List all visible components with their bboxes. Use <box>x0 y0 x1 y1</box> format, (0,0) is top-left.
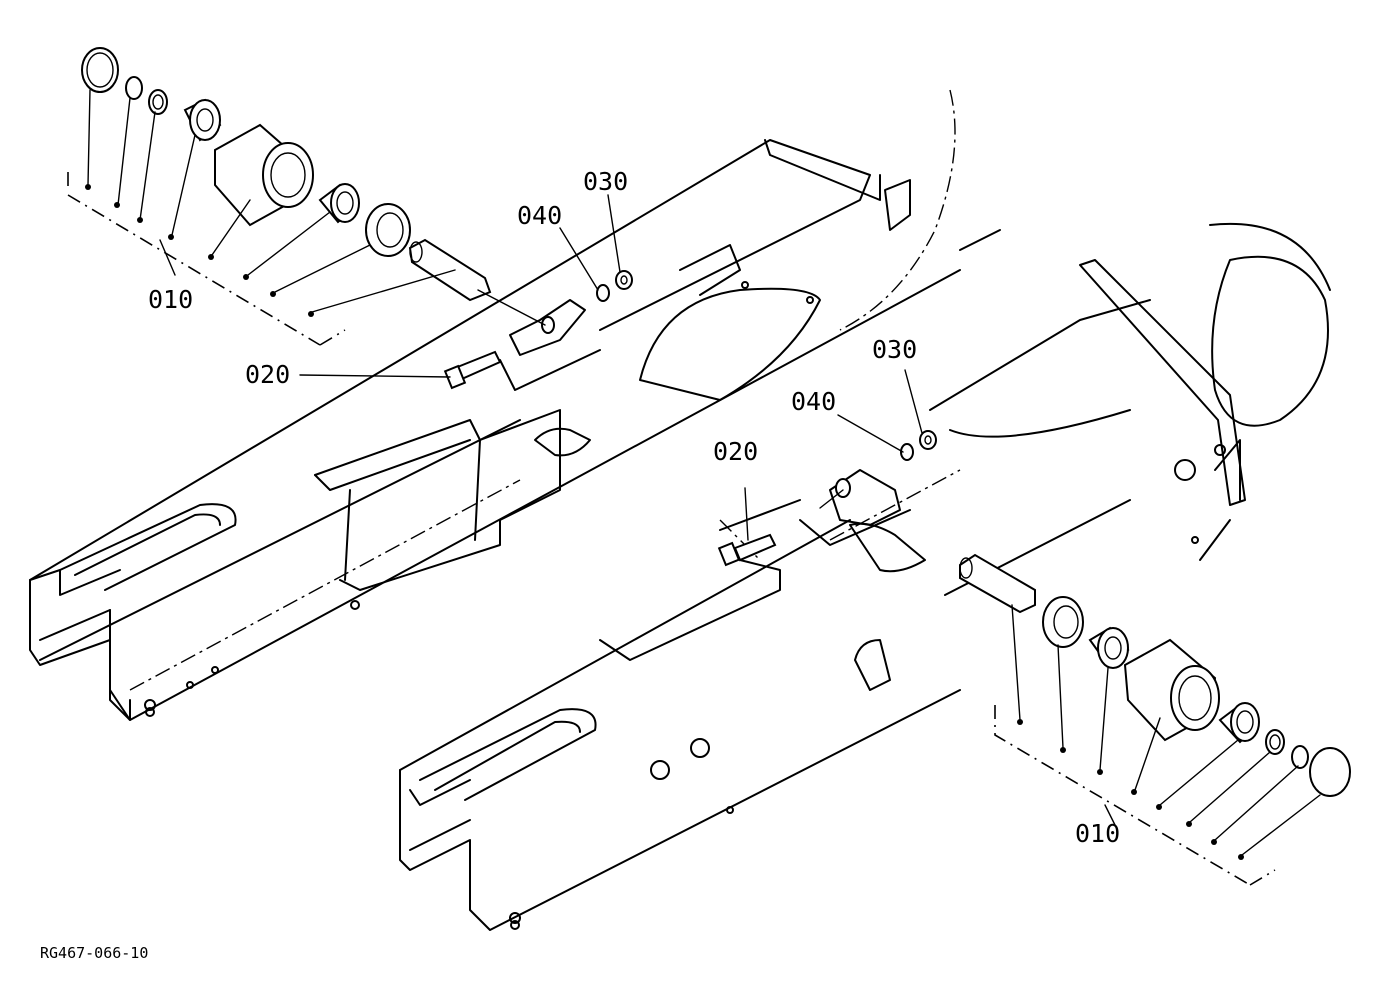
seal-ring-left <box>81 47 119 93</box>
washer-ring-left <box>148 89 168 115</box>
washer-left <box>596 284 610 302</box>
callout-020-left: 020 <box>245 360 290 389</box>
roller-sleeve-right <box>1170 665 1220 731</box>
shaft-right <box>959 553 1036 614</box>
washer-ring-right <box>1265 729 1285 755</box>
bearing-left-2 <box>330 183 360 223</box>
callout-020-right: 020 <box>713 437 758 466</box>
exploded-assembly-left <box>67 47 633 390</box>
bearing-right-1 <box>1097 627 1129 669</box>
end-cap-right <box>1309 747 1351 797</box>
track-frame-left <box>29 89 1001 721</box>
snap-ring-right <box>1291 745 1309 769</box>
drawing-reference-code: RG467-066-10 <box>40 944 148 962</box>
exploded-assembly-right <box>717 369 1351 886</box>
callout-040-right: 040 <box>791 387 836 416</box>
shaft-left <box>408 238 492 302</box>
callout-030-left: 030 <box>583 167 628 196</box>
callout-010-right: 010 <box>1075 819 1120 848</box>
callout-010-left: 010 <box>148 285 193 314</box>
bearing-left-1 <box>189 99 221 141</box>
seal-flange-right <box>1042 596 1084 648</box>
washer-right <box>900 443 914 461</box>
nut-left <box>615 270 633 290</box>
snap-ring-left <box>125 76 143 100</box>
nut-right <box>919 430 937 450</box>
callout-040-left: 040 <box>517 201 562 230</box>
bearing-right-2 <box>1230 702 1260 742</box>
callout-030-right: 030 <box>872 335 917 364</box>
bolt-right <box>733 533 777 562</box>
